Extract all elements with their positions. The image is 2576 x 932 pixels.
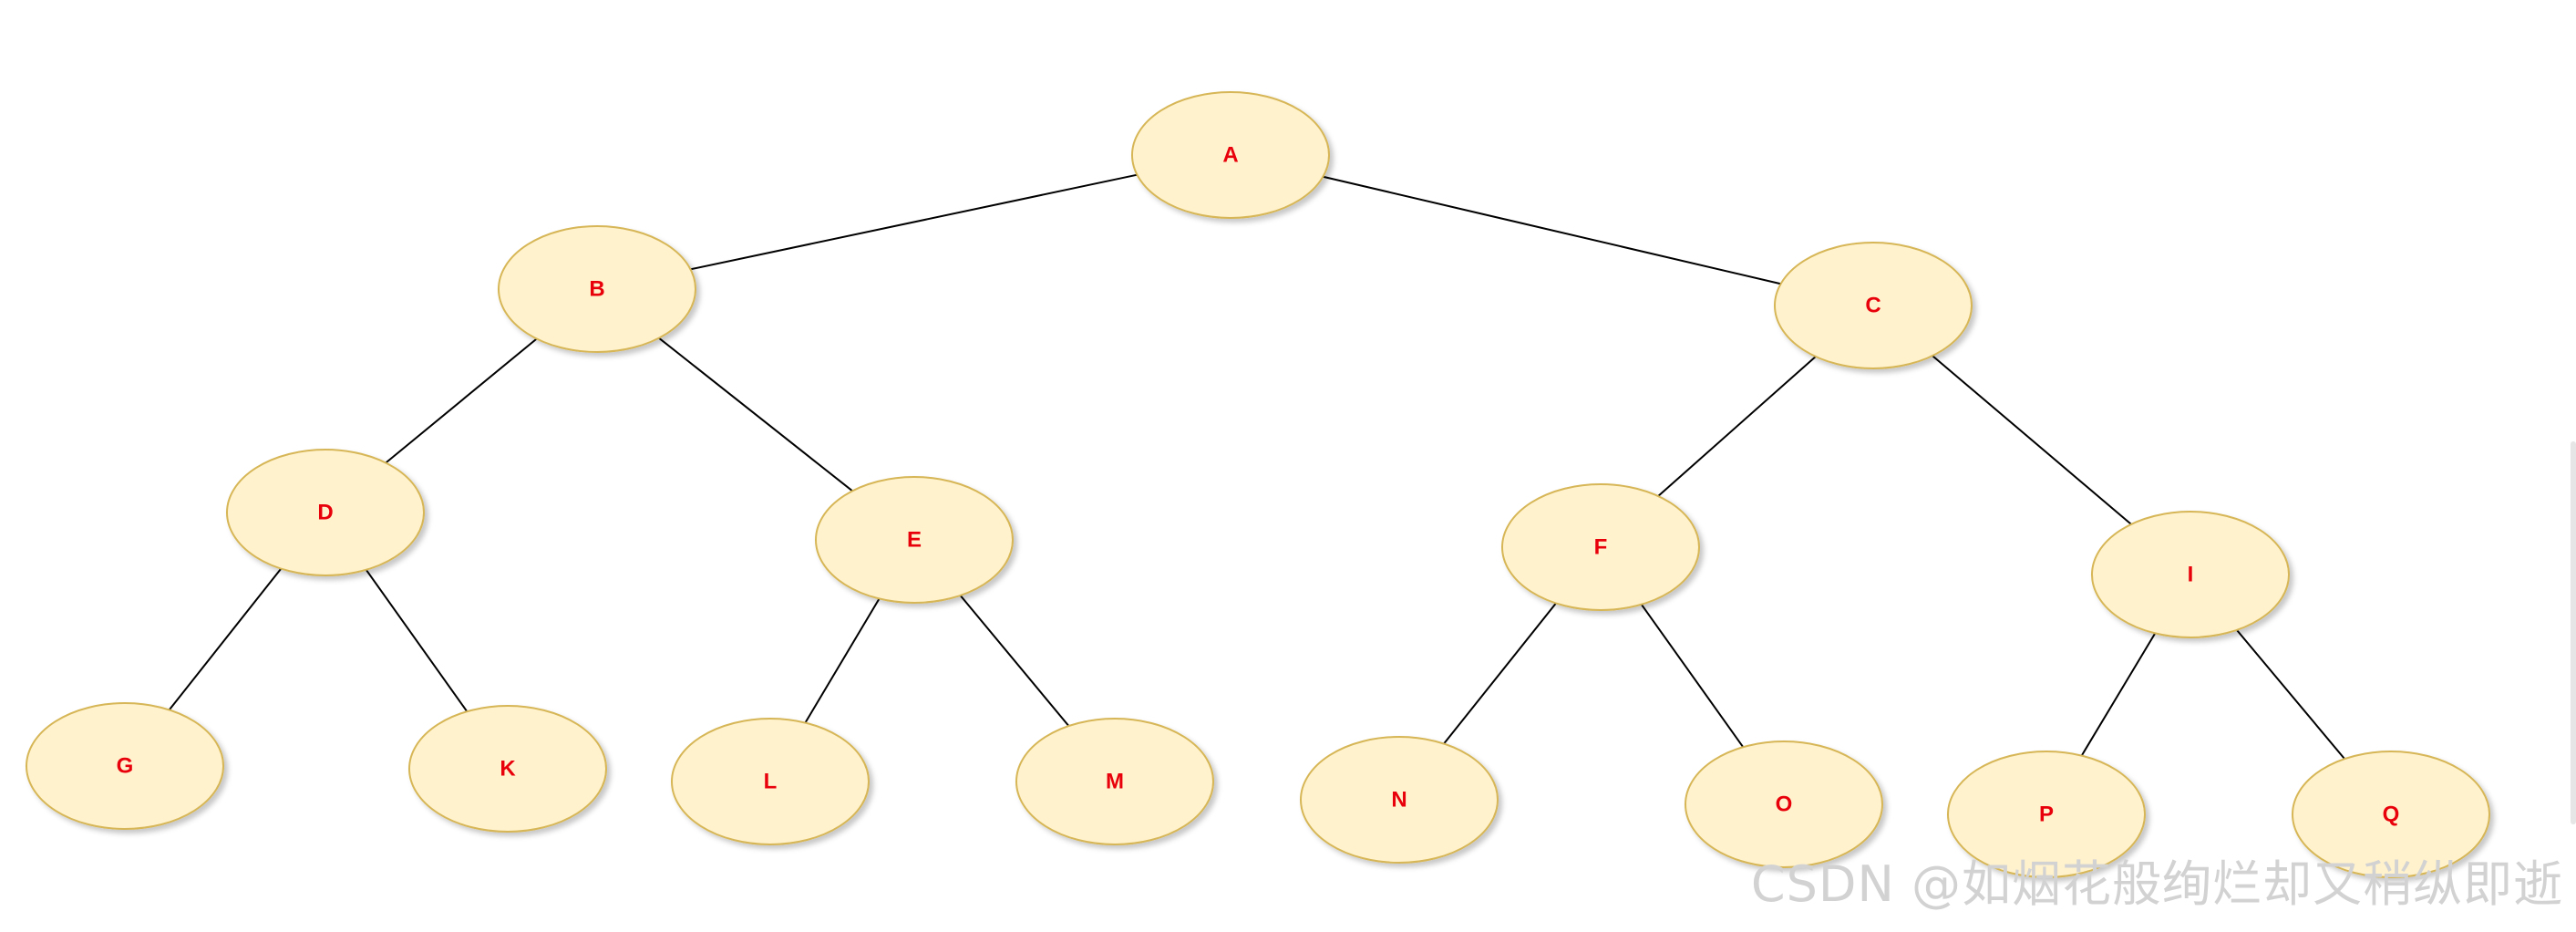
node-shape [408,705,607,833]
node-shape [1300,736,1499,864]
node-shape [26,702,224,830]
edge-e-m [959,595,1070,727]
node-f[interactable]: F [1501,483,1700,611]
node-shape [1131,91,1330,219]
edge-a-c [1323,175,1781,285]
node-label: O [1776,792,1793,817]
edge-b-e [658,337,853,492]
edge-i-q [2236,629,2345,760]
scrollbar-thumb[interactable] [2571,441,2576,824]
node-shape [1685,740,1883,868]
node-c[interactable]: C [1774,242,1973,369]
node-p[interactable]: P [1947,751,2146,878]
node-shape [2091,511,2290,638]
node-label: F [1594,535,1608,560]
edge-c-i [1932,355,2132,525]
node-shape [226,449,425,576]
edges [168,173,2345,760]
node-k[interactable]: K [408,705,607,833]
node-label: C [1865,294,1880,318]
node-label: K [500,757,516,782]
node-label: B [589,277,604,302]
nodes: A B C D E F I G K L M N O P Q [26,91,2490,878]
node-label: I [2188,563,2194,587]
node-g[interactable]: G [26,702,224,830]
node-q[interactable]: Q [2292,751,2490,878]
node-label: L [764,770,778,794]
node-n[interactable]: N [1300,736,1499,864]
node-d[interactable]: D [226,449,425,576]
edge-i-p [2080,632,2157,757]
node-shape [1774,242,1973,369]
node-l[interactable]: L [671,718,870,845]
node-label: E [907,528,922,553]
watermark: CSDN @如烟花般绚烂却又稍纵即逝 [1750,855,2563,913]
node-shape [815,476,1014,604]
node-shape [1501,483,1700,611]
node-label: Q [2383,803,2400,827]
edge-e-l [804,597,881,724]
edge-a-b [690,173,1138,271]
edge-d-k [365,569,469,712]
node-label: M [1106,770,1124,794]
node-label: D [317,501,333,525]
node-shape [671,718,870,845]
edge-c-f [1657,356,1817,497]
node-e[interactable]: E [815,476,1014,604]
node-shape [498,225,696,353]
node-o[interactable]: O [1685,740,1883,868]
node-shape [1015,718,1214,845]
node-label: P [2039,803,2054,827]
node-label: N [1391,788,1406,813]
node-label: G [117,754,134,779]
edge-f-o [1640,604,1745,748]
node-label: A [1222,143,1238,168]
node-i[interactable]: I [2091,511,2290,638]
node-m[interactable]: M [1015,718,1214,845]
edge-f-n [1443,602,1557,745]
node-shape [2292,751,2490,878]
edge-d-g [168,567,283,711]
node-a[interactable]: A [1131,91,1330,219]
node-shape [1947,751,2146,878]
node-b[interactable]: B [498,225,696,353]
edge-b-d [385,337,538,464]
